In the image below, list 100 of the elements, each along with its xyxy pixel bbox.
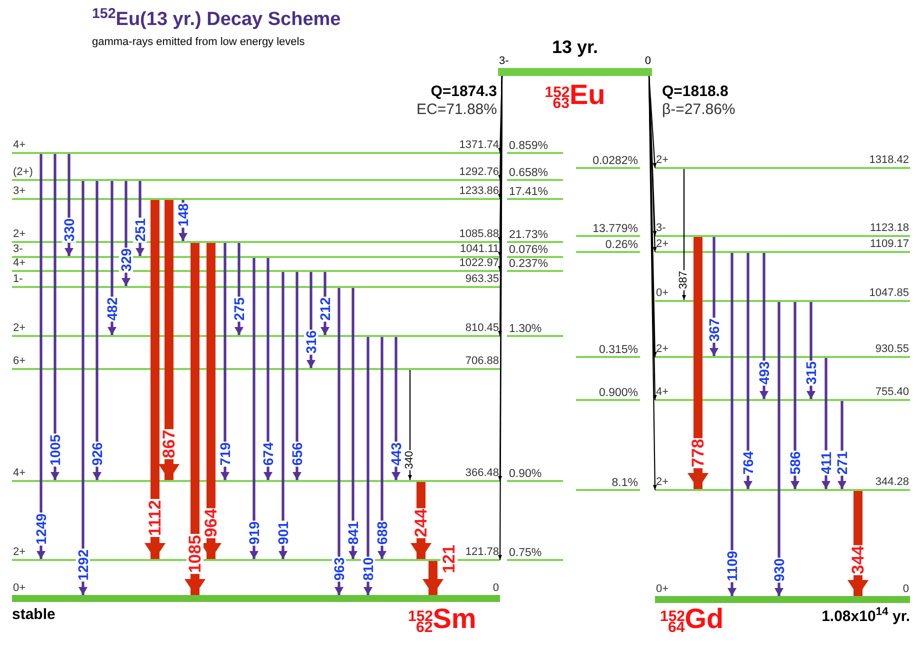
edge-label: 17.41% [507, 187, 563, 200]
half-life: 13 yr. [550, 36, 600, 59]
edge-label: 1085 [186, 534, 204, 574]
energy-level-line [655, 167, 910, 169]
gamma-arrow [744, 253, 752, 489]
edge-label: 121 [440, 544, 458, 574]
edge-label: 1.30% [507, 324, 563, 337]
branch-ratio: EC=71.88% [416, 100, 497, 120]
spin-parity: 6+ [13, 356, 27, 367]
gamma-arrow [790, 302, 800, 489]
edge-label: 8.1% [576, 478, 640, 491]
edge-label: 0.237% [507, 259, 563, 272]
edge-label: 0.076% [507, 245, 563, 258]
spin-parity: 0+ [656, 288, 670, 299]
spin-parity: 2+ [656, 344, 670, 355]
edge-label: 1292 [76, 548, 90, 582]
edge-label: 901 [276, 520, 290, 546]
edge-label: 316 [304, 329, 318, 355]
edge-label: 0.26% [576, 240, 640, 253]
gamma-arrow [728, 253, 736, 596]
energy-level-line [12, 256, 500, 258]
spin-parity: 2+ [13, 547, 27, 558]
energy-level-line [12, 368, 500, 370]
gamma-arrow [774, 302, 784, 596]
edge-label: 493 [757, 360, 771, 386]
spin-parity: 3+ [13, 186, 27, 197]
spin-parity: 2+ [656, 155, 670, 166]
q-value: Q=1818.8 [662, 82, 730, 102]
edge-label: 0.859% [507, 141, 563, 154]
edge-label: 0.900% [576, 388, 640, 401]
edge-label: 0.0282% [576, 156, 640, 169]
energy-level-line [12, 480, 500, 482]
energy-level-line [655, 300, 910, 302]
level-energy: 1047.85 [868, 288, 909, 299]
decay-line [498, 76, 503, 560]
edge-label: 271 [835, 450, 849, 476]
branch-ratio: β-=27.86% [662, 100, 736, 120]
edge-label: 926 [90, 441, 104, 467]
edge-label: 674 [261, 441, 275, 467]
edge-label: 930 [772, 557, 786, 583]
level-energy: 1022.97 [458, 258, 499, 269]
energy-level-line [12, 335, 500, 337]
spin-parity: 0+ [656, 584, 670, 595]
edge-label: 0.75% [507, 548, 563, 561]
edge-label: 964 [202, 508, 220, 538]
gamma-arrow [50, 154, 60, 480]
edge-label: 315 [804, 360, 818, 386]
spin-parity: 0+ [13, 583, 27, 594]
edge-label: 1112 [146, 499, 164, 537]
gamma-arrow [264, 258, 272, 480]
edge-label: 21.73% [507, 230, 563, 243]
spin-parity: 2+ [656, 477, 670, 488]
energy-level-line [12, 559, 500, 561]
level-energy: 755.40 [874, 387, 909, 398]
half-life: 1.08x10$^{14}$ yr. [820, 606, 910, 627]
spin-parity: 3- [13, 244, 24, 255]
spin-parity: 1- [13, 274, 24, 285]
edge-label: 0.90% [507, 469, 563, 482]
gamma-arrow [364, 337, 372, 595]
gamma-arrow [92, 181, 102, 480]
edge-label: 778 [690, 438, 706, 468]
edge-label: 148 [176, 202, 190, 228]
energy-level-line [655, 251, 910, 253]
level-energy: 1318.42 [868, 155, 909, 166]
edge-label: 0.658% [507, 168, 563, 181]
energy-level-line [12, 270, 500, 272]
gamma-arrow [144, 200, 166, 559]
spin-parity: 3- [499, 56, 510, 67]
level-energy: 0 [644, 56, 651, 67]
edge-label: 411 [819, 450, 833, 476]
spin-parity: 4+ [656, 387, 670, 398]
edge-label: 719 [218, 441, 232, 467]
spin-parity: (2+) [13, 167, 34, 178]
gamma-arrow [158, 200, 180, 480]
spin-parity: 4+ [13, 140, 27, 151]
edge-label: 656 [290, 441, 304, 467]
edge-label: 810 [361, 556, 375, 582]
edge-label: 212 [318, 296, 332, 322]
gamma-arrow [220, 243, 230, 480]
gamma-arrow [378, 337, 386, 559]
energy-level-line [12, 286, 500, 288]
gamma-arrow [348, 288, 358, 559]
level-energy: 706.88 [464, 356, 499, 367]
edge-label: 340 [404, 450, 416, 470]
gamma-arrow [36, 154, 46, 559]
spin-parity: 2+ [13, 323, 27, 334]
edge-label: 251 [133, 217, 147, 243]
edge-label: 1005 [48, 433, 62, 466]
edge-label: 482 [105, 296, 119, 322]
edge-label: 867 [160, 428, 178, 460]
gamma-arrow [292, 272, 302, 480]
level-energy: 930.55 [874, 344, 909, 355]
gamma-arrow [688, 237, 708, 489]
spin-parity: 4+ [13, 468, 27, 479]
edge-label: 443 [389, 441, 403, 467]
level-energy: 1292.76 [458, 167, 499, 178]
gamma-arrow [184, 243, 206, 595]
edge-label: 963 [332, 556, 346, 582]
energy-level-line [12, 241, 500, 243]
edge-label: 330 [62, 217, 76, 243]
